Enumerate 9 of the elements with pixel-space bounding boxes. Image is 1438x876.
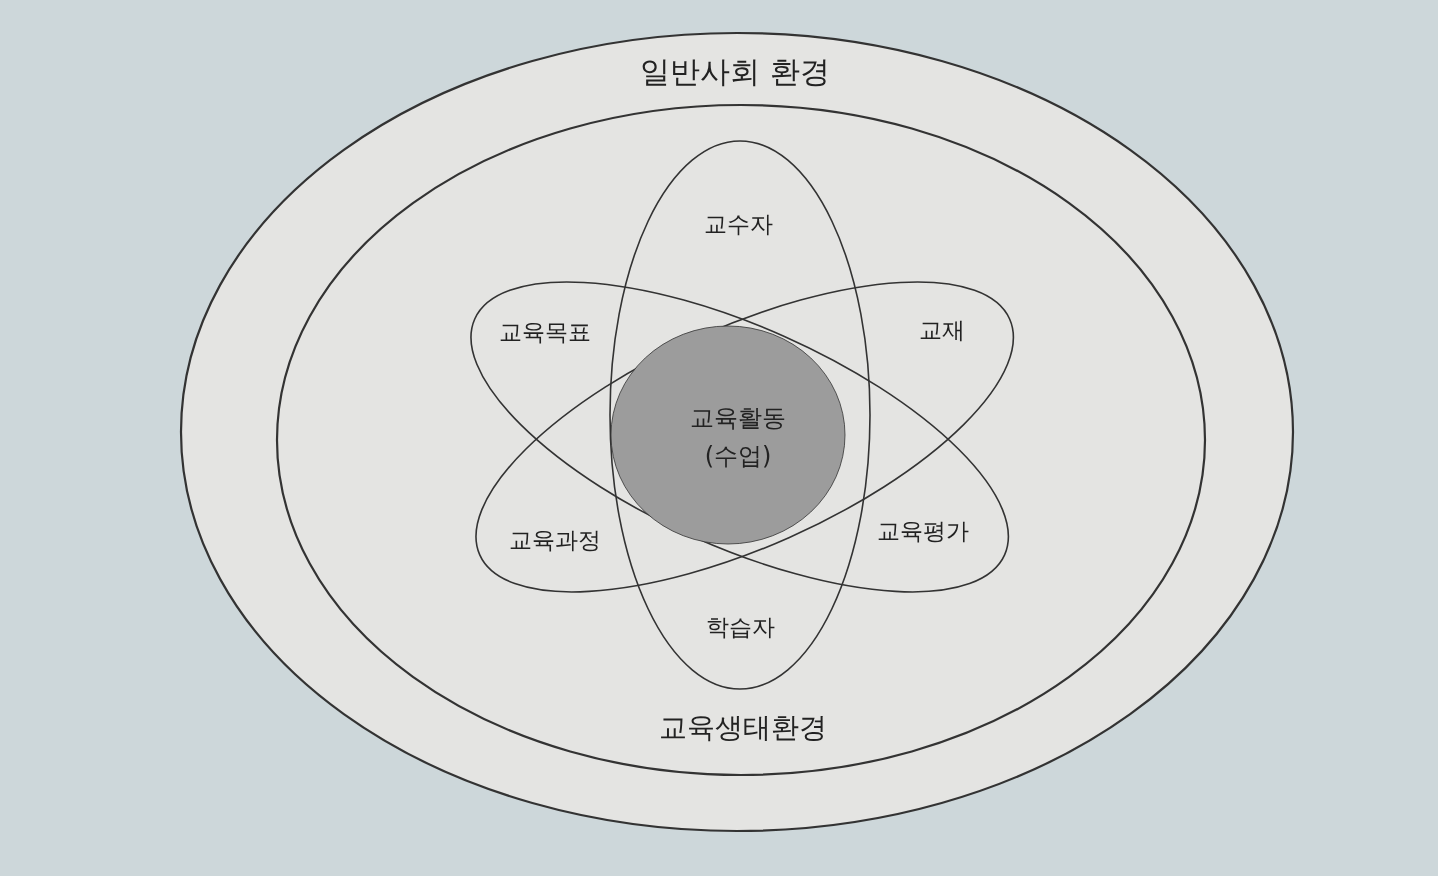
ellipse-label: 교육과정 bbox=[509, 526, 601, 556]
ellipse-label: 교수자 bbox=[703, 209, 773, 239]
circle-label: 교육활동 (수업) bbox=[689, 402, 787, 472]
ellipse-label: 교육평가 bbox=[877, 517, 969, 547]
ellipse-label: 학습자 bbox=[705, 612, 775, 642]
ellipse-label: 교육목표 bbox=[499, 318, 591, 348]
ellipse-label: 일반사회 환경 bbox=[640, 53, 830, 91]
ellipse-label: 교재 bbox=[919, 316, 965, 346]
ellipse-label: 교육생태환경 bbox=[659, 709, 827, 746]
